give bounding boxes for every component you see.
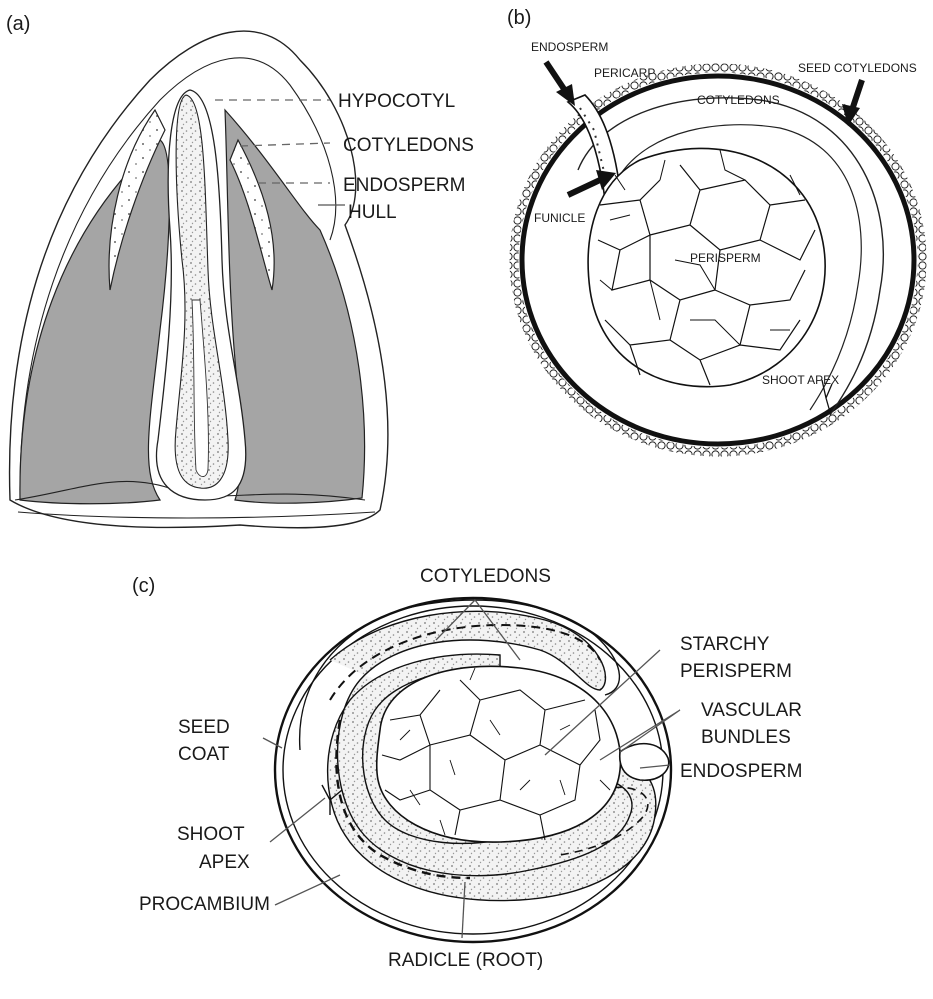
label-hull: HULL <box>348 202 397 223</box>
label-endosperm-a: ENDOSPERM <box>343 175 465 196</box>
panel-c-tag: (c) <box>132 575 155 597</box>
label-shoot-apex-line2: APEX <box>199 852 250 873</box>
panel-a-tag: (a) <box>6 13 30 35</box>
label-cotyledons-b: COTYLEDONS <box>697 93 780 107</box>
perisperm-cells <box>588 148 825 386</box>
label-endosperm-b: ENDOSPERM <box>531 40 608 54</box>
label-cotyledons-a: COTYLEDONS <box>343 135 474 156</box>
label-shoot-apex-b: SHOOT APEX <box>762 373 839 387</box>
label-pericarp: PERICARP <box>594 66 655 80</box>
label-cotyledons-c: COTYLEDONS <box>420 566 551 587</box>
label-vascular-line1: VASCULAR <box>701 700 802 721</box>
panel-b: (b) ENDOSPERM PERI <box>507 7 922 452</box>
label-funicle: FUNICLE <box>534 211 585 225</box>
label-radicle: RADICLE (ROOT) <box>388 950 543 971</box>
label-hypocotyl: HYPOCOTYL <box>338 91 455 112</box>
panel-b-tag: (b) <box>507 7 531 29</box>
arrow-endosperm <box>546 62 575 106</box>
label-starchy-line2: PERISPERM <box>680 661 792 682</box>
label-seed-cotyledons: SEED COTYLEDONS <box>798 61 917 75</box>
label-procambium: PROCAMBIUM <box>139 894 270 915</box>
label-perisperm: PERISPERM <box>690 251 761 265</box>
label-seed-coat-line2: COAT <box>178 744 230 765</box>
label-starchy-line1: STARCHY <box>680 634 770 655</box>
vascular-bundle-shape <box>620 744 669 781</box>
label-vascular-line2: BUNDLES <box>701 727 791 748</box>
label-shoot-apex-line1: SHOOT <box>177 824 245 845</box>
label-endosperm-c: ENDOSPERM <box>680 761 802 782</box>
panel-c: (c) COTYLEDONS STARCHY PERISP <box>132 566 802 971</box>
panel-a: (a) HYPOCOTYL COTYLEDONS ENDOSPERM HULL <box>6 13 474 528</box>
starchy-perisperm-cells <box>377 666 621 842</box>
label-seed-coat-line1: SEED <box>178 717 230 738</box>
